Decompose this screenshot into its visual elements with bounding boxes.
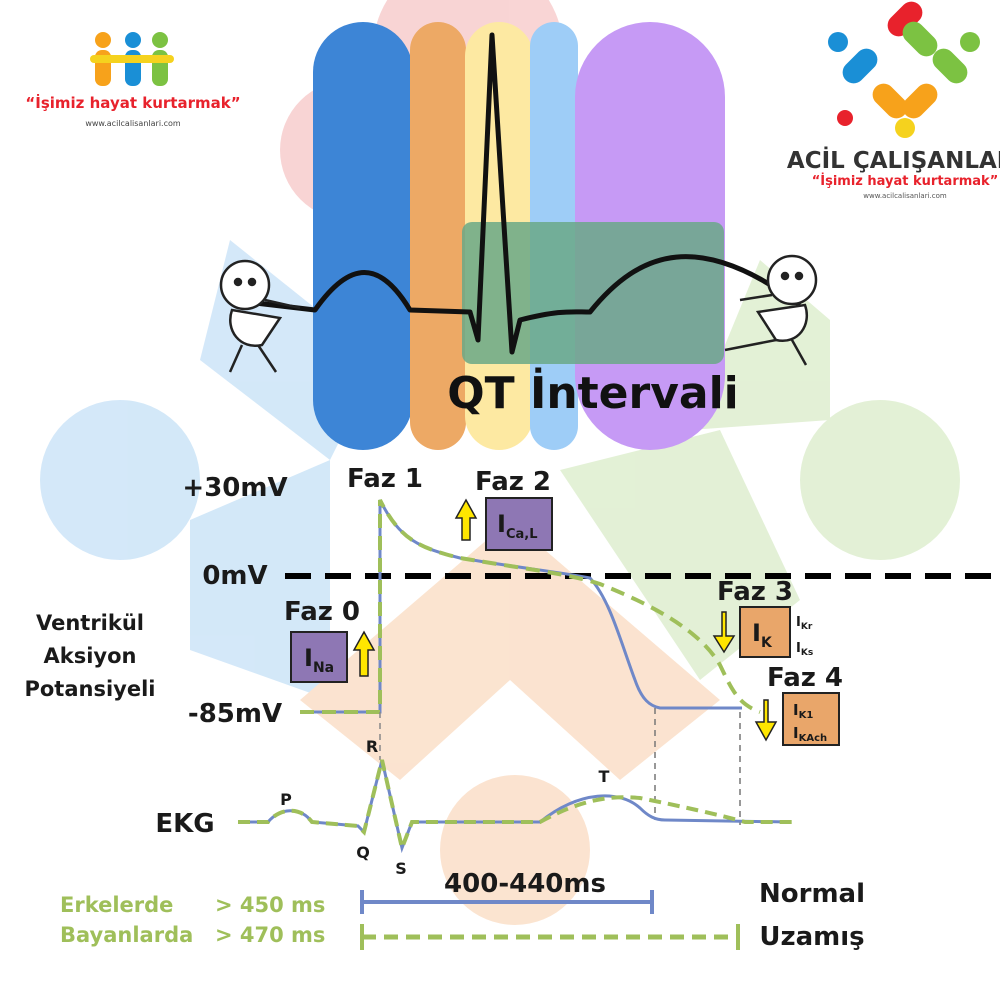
faz4-current-box bbox=[782, 692, 840, 746]
prolonged-action-potential-line bbox=[300, 499, 761, 714]
right-figure-arm bbox=[739, 293, 773, 302]
left-logo: “İşimiz hayat kurtarmak” www.acilcalisan… bbox=[25, 32, 241, 128]
normal-legend-label: Normal bbox=[759, 879, 865, 909]
brand-name: ACİL ÇALIŞANLARI bbox=[787, 146, 1000, 174]
right-tugging-figure bbox=[724, 254, 818, 366]
mv-minus85-label: -85mV bbox=[188, 699, 282, 729]
bg-orange-chevron bbox=[300, 520, 720, 780]
mv-plus30-label: +30mV bbox=[182, 473, 287, 503]
left-url: www.acilcalisanlari.com bbox=[85, 119, 181, 128]
people-icon bbox=[90, 32, 174, 86]
normal-qt-range: 400-440ms bbox=[444, 869, 606, 899]
faz3-down-arrow-icon bbox=[712, 611, 736, 654]
left-slogan: “İşimiz hayat kurtarmak” bbox=[25, 93, 240, 112]
right-url: www.acilcalisanlari.com bbox=[863, 192, 947, 200]
faz3-iks-label: IKs bbox=[796, 641, 813, 658]
right-figure-eye-2 bbox=[794, 271, 804, 281]
right-figure-legs bbox=[724, 338, 808, 366]
left-figure-eye bbox=[233, 277, 243, 287]
right-figure-eye bbox=[780, 271, 790, 281]
prolonged-legend-label: Uzamış bbox=[759, 922, 864, 952]
faz2-title: Faz 2 bbox=[475, 467, 551, 497]
stripe-orange bbox=[410, 22, 466, 450]
faz0-title: Faz 0 bbox=[284, 597, 360, 627]
star-of-life-logo bbox=[828, 1, 980, 138]
faz2-current-text: ICa,L bbox=[497, 510, 537, 542]
faz4-ikach-label: IKAch bbox=[793, 724, 827, 744]
men-label: Erkelerde bbox=[60, 893, 173, 917]
ekg-section: EKG P Q R S T bbox=[155, 708, 795, 878]
side-label-line3: Potansiyeli bbox=[24, 677, 155, 701]
qt-duration-section: 400-440ms Erkelerde > 450 ms Bayanlarda … bbox=[60, 869, 865, 952]
side-label-line1: Ventrikül bbox=[36, 611, 144, 635]
bg-green-circle bbox=[800, 400, 960, 560]
top-ecg-wave bbox=[229, 32, 802, 355]
t-wave-label: T bbox=[599, 767, 610, 786]
men-value: > 450 ms bbox=[215, 893, 325, 917]
faz3-title: Faz 3 bbox=[717, 577, 793, 607]
mv-0-label: 0mV bbox=[202, 561, 267, 591]
faz4-title: Faz 4 bbox=[767, 663, 843, 693]
action-potential-section: +30mV 0mV -85mV Ventrikül Aksiyon Potans… bbox=[24, 464, 995, 746]
normal-action-potential-line bbox=[300, 499, 742, 714]
left-figure-head bbox=[219, 259, 271, 311]
q-wave-label: Q bbox=[356, 843, 370, 862]
right-figure-head bbox=[766, 254, 818, 306]
left-figure-body bbox=[229, 308, 283, 348]
qt-interval-title: QT İntervali bbox=[447, 366, 739, 419]
stripe-blue bbox=[313, 22, 413, 450]
faz3-ikr-label: IKr bbox=[796, 615, 813, 632]
phase-stripes bbox=[313, 22, 725, 450]
qt-highlight-box bbox=[462, 222, 724, 364]
faz4-ik1-label: IK1 bbox=[793, 701, 813, 721]
right-logo: ACİL ÇALIŞANLARI “İşimiz hayat kurtarmak… bbox=[787, 1, 1000, 200]
faz1-title: Faz 1 bbox=[347, 464, 423, 494]
prolonged-ekg-trace bbox=[238, 759, 795, 855]
faz0-current-text: INa bbox=[304, 644, 334, 676]
faz0-up-arrow-icon bbox=[352, 630, 376, 677]
faz3-current-box bbox=[739, 606, 791, 658]
p-wave-label: P bbox=[280, 790, 292, 809]
women-value: > 470 ms bbox=[215, 923, 325, 947]
women-label: Bayanlarda bbox=[60, 923, 193, 947]
left-figure-legs bbox=[228, 344, 278, 373]
faz4-down-arrow-icon bbox=[754, 699, 778, 742]
r-wave-label: R bbox=[366, 737, 378, 756]
right-figure-body bbox=[755, 303, 808, 343]
faz3-current-text: IK bbox=[752, 619, 773, 651]
faz0-current-box bbox=[290, 631, 348, 683]
bg-blue-circle bbox=[40, 400, 200, 560]
s-wave-label: S bbox=[395, 859, 407, 878]
left-figure-arm bbox=[264, 298, 301, 310]
side-label-line2: Aksiyon bbox=[44, 644, 137, 668]
left-tugging-figure bbox=[219, 259, 301, 373]
faz2-current-box bbox=[485, 497, 553, 551]
ekg-label: EKG bbox=[155, 809, 214, 839]
left-figure-eye-2 bbox=[247, 277, 257, 287]
faz2-up-arrow-icon bbox=[454, 498, 478, 541]
right-slogan: “İşimiz hayat kurtarmak” bbox=[812, 173, 999, 189]
